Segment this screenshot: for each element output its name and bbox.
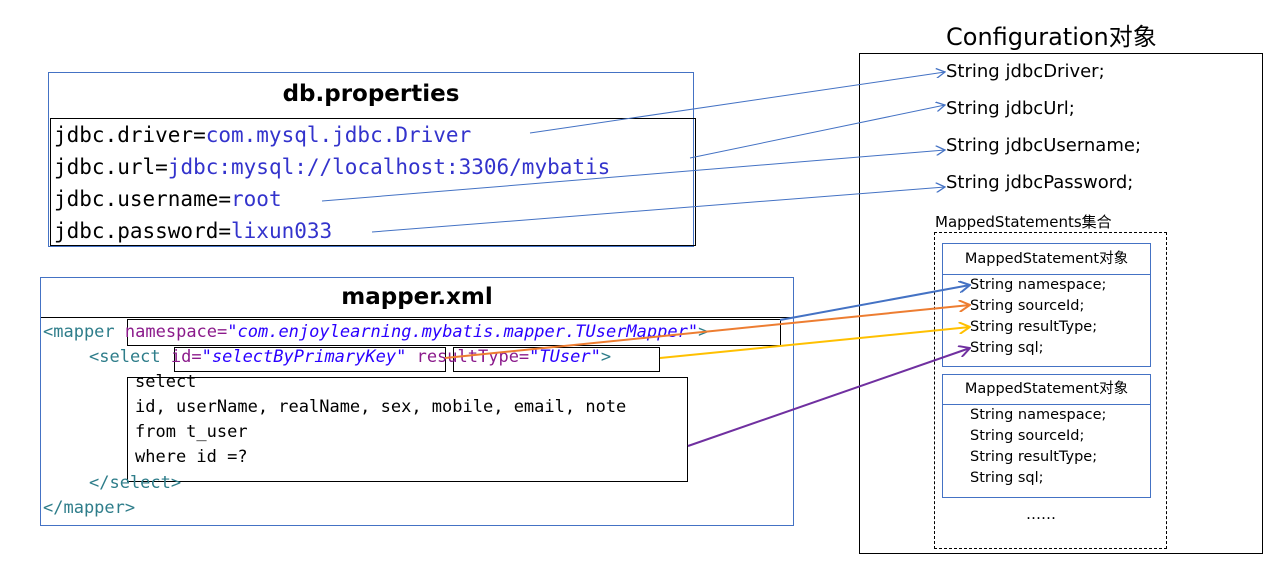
prop-line-password: jdbc.password=lixun033 xyxy=(54,215,695,247)
arrow-namespace xyxy=(779,285,970,321)
arrow-driver xyxy=(529,72,945,134)
mapped-statement-box: MappedStatement对象 String namespace; Stri… xyxy=(942,243,1151,367)
configuration-panel xyxy=(859,53,1263,554)
namespace-highlight xyxy=(127,319,781,346)
id-highlight xyxy=(174,347,446,372)
prop-key: jdbc.password= xyxy=(54,219,232,243)
prop-key: jdbc.driver= xyxy=(54,123,206,147)
prop-line-url: jdbc.url=jdbc:mysql://localhost:3306/myb… xyxy=(54,151,695,183)
prop-value: lixun033 xyxy=(231,219,333,243)
prop-value: jdbc:mysql://localhost:3306/mybatis xyxy=(167,155,611,179)
prop-value: com.mysql.jdbc.Driver xyxy=(205,123,472,147)
arrow-sql xyxy=(687,348,970,447)
tag: > xyxy=(600,347,612,367)
ms-field: String resultType; xyxy=(970,449,1098,465)
ms-field: String sourceId; xyxy=(970,298,1085,314)
prop-line-driver: jdbc.driver=com.mysql.jdbc.Driver xyxy=(54,119,695,151)
mapper-xml-panel: mapper.xml xyxy=(40,277,794,526)
arrow-password xyxy=(371,187,945,233)
divider xyxy=(41,317,792,318)
attr: id= xyxy=(170,347,202,367)
ms-field: String sql; xyxy=(970,340,1044,356)
select-open-line: <select id="selectByPrimaryKey" resultTy… xyxy=(89,345,611,370)
arrow-url xyxy=(689,105,945,159)
ms-field: String namespace; xyxy=(970,407,1107,423)
prop-line-username: jdbc.username=root xyxy=(54,183,695,215)
mapper-close-tag: </mapper> xyxy=(43,498,136,518)
ellipsis: …… xyxy=(1026,505,1056,523)
attr-value: "TUser" xyxy=(529,347,601,367)
attr-value: "com.enjoylearning.mybatis.mapper.TUserM… xyxy=(227,322,699,342)
arrow-resulttype xyxy=(659,327,970,359)
ms-field: String resultType; xyxy=(970,319,1098,335)
sql-line: id, userName, realName, sex, mobile, ema… xyxy=(135,397,627,417)
ms-field: String sourceId; xyxy=(970,428,1085,444)
mapped-statement-title: MappedStatement对象 xyxy=(943,244,1150,275)
sql-highlight xyxy=(127,377,688,482)
prop-value: root xyxy=(231,187,282,211)
attr-value: "selectByPrimaryKey" xyxy=(201,347,407,367)
prop-key: jdbc.url= xyxy=(54,155,168,179)
arrow-username xyxy=(321,150,945,202)
attr: namespace= xyxy=(124,322,228,342)
arrow-sourceid xyxy=(444,305,970,359)
mapped-statement-title: MappedStatement对象 xyxy=(943,375,1150,405)
config-field: String jdbcPassword; xyxy=(946,172,1134,193)
mapped-statement-box: MappedStatement对象 String namespace; Stri… xyxy=(942,374,1151,498)
config-field: String jdbcDriver; xyxy=(946,61,1105,82)
config-field: String jdbcUrl; xyxy=(946,98,1075,119)
ms-field: String sql; xyxy=(970,470,1044,486)
sql-line: select xyxy=(135,372,197,392)
db-properties-content: jdbc.driver=com.mysql.jdbc.Driver jdbc.u… xyxy=(50,118,696,246)
mapper-xml-title: mapper.xml xyxy=(341,284,493,310)
tag: <mapper xyxy=(43,322,115,342)
db-properties-title: db.properties xyxy=(282,81,460,107)
tag: <select xyxy=(89,347,161,367)
config-field: String jdbcUsername; xyxy=(946,135,1142,156)
db-properties-panel: db.properties xyxy=(48,72,694,247)
mapped-statements-label: MappedStatements集合 xyxy=(935,213,1112,231)
select-close-tag: </select> xyxy=(89,473,182,493)
sql-line: where id =? xyxy=(135,447,248,467)
sql-line: from t_user xyxy=(135,422,248,442)
mapped-statements-collection xyxy=(934,232,1167,549)
prop-key: jdbc.username= xyxy=(54,187,232,211)
ms-field: String namespace; xyxy=(970,277,1107,293)
configuration-title: Configuration对象 xyxy=(946,23,1157,51)
